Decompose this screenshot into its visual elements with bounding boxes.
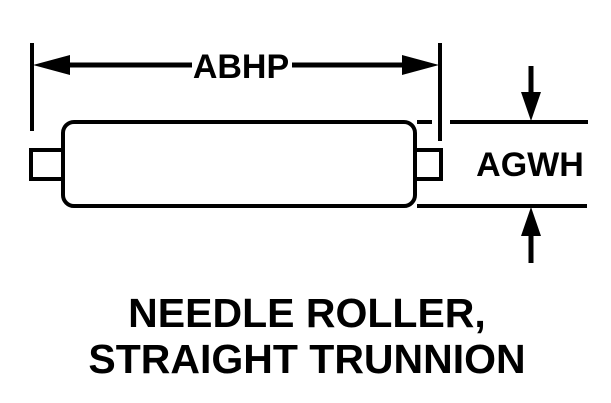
caption-group: NEEDLE ROLLER, STRAIGHT TRUNNION [88, 290, 525, 382]
caption-line-1: NEEDLE ROLLER, [128, 290, 486, 336]
abhp-left-arrowhead [33, 55, 70, 75]
abhp-dimension-group: ABHP [30, 43, 442, 141]
right-trunnion [413, 148, 443, 181]
agwh-label: AGWH [476, 146, 584, 184]
abhp-label: ABHP [193, 48, 289, 86]
abhp-right-arrowhead [402, 55, 439, 75]
agwh-dimension-group: AGWH [417, 66, 588, 263]
left-trunnion [29, 148, 65, 181]
roller-body [61, 120, 417, 208]
agwh-top-arrowhead [521, 92, 541, 121]
caption-line-2: STRAIGHT TRUNNION [88, 336, 525, 382]
agwh-bottom-arrowhead [521, 207, 541, 236]
